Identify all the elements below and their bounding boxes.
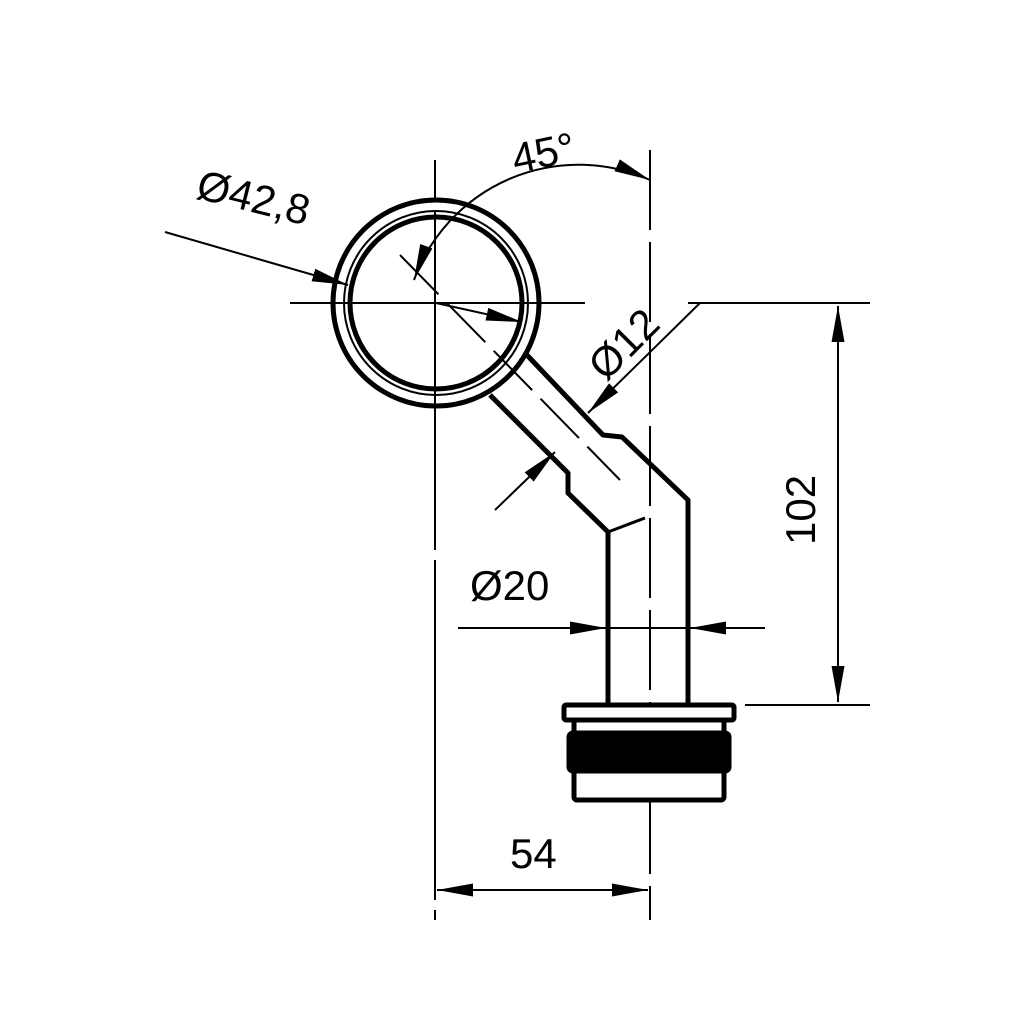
centerlines xyxy=(290,150,651,920)
diameter-12-leader xyxy=(587,302,701,414)
diameter-42-arrow-inner xyxy=(435,302,523,323)
angle-45-arc xyxy=(413,159,651,281)
base-fitting xyxy=(561,702,737,803)
offset-label: 54 xyxy=(510,830,557,877)
diameter-12-arrow xyxy=(494,451,556,511)
height-label: 102 xyxy=(777,475,824,545)
diameter-42-leader xyxy=(164,231,349,286)
arm-centerline xyxy=(399,254,621,481)
post-diameter-label: Ø20 xyxy=(470,562,549,609)
ring-diameter-label: Ø42,8 xyxy=(192,161,314,234)
angle-label: 45° xyxy=(507,123,579,182)
arm-and-post xyxy=(488,351,691,707)
arm-diameter-label: Ø12 xyxy=(579,299,668,388)
dimension-lines xyxy=(164,159,870,897)
